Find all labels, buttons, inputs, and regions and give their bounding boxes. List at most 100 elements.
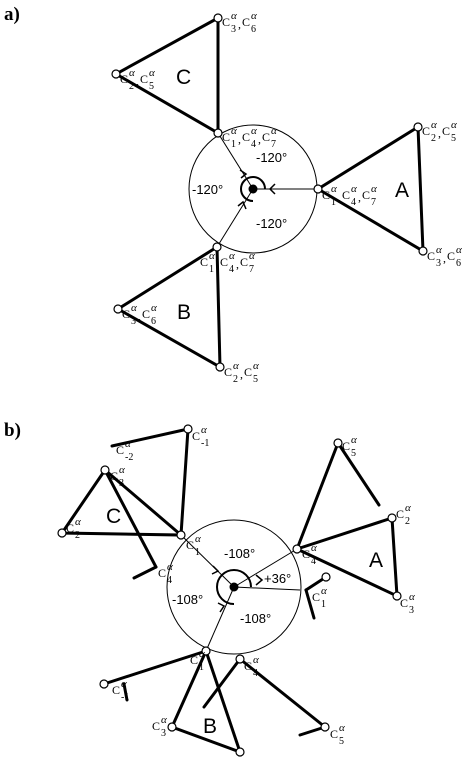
atom-subscript: 5 [451, 133, 456, 144]
atom-subscript: 1 [321, 599, 326, 610]
panel-a-rotation-arrow-2 [268, 183, 276, 195]
label-separator: , [238, 132, 241, 146]
label-separator: , [216, 257, 219, 271]
panel-a-node [313, 184, 323, 194]
atom-subscript: 1 [331, 197, 336, 208]
atom-symbol: C [244, 365, 252, 379]
panel-b-node [201, 646, 211, 656]
panel-b-node [235, 747, 245, 757]
atom-subscript: 5 [253, 374, 258, 385]
atom-superscript: α [125, 438, 131, 450]
atom-superscript: α [431, 119, 437, 131]
atom-subscript: 3 [231, 24, 236, 35]
panel-a-node [212, 242, 222, 252]
panel-b-triangle-c-label: C [106, 505, 121, 528]
atom-superscript: α [119, 464, 125, 476]
atom-subscript: 3 [119, 478, 124, 489]
panel-b-triangle-b-label: B [203, 715, 217, 738]
panel-b-node [99, 679, 109, 689]
atom-superscript: α [231, 10, 237, 22]
panel-a-node [418, 246, 428, 256]
label-separator: , [236, 257, 239, 271]
atom-symbol: C [66, 521, 74, 535]
panel-b-bond [122, 682, 129, 702]
atom-subscript: 4 [167, 575, 172, 586]
atom-symbol: C [120, 72, 128, 86]
atom-superscript: α [451, 119, 457, 131]
atom-superscript: α [351, 434, 357, 446]
panel-b-bond [238, 657, 327, 729]
atom-superscript: α [249, 250, 255, 262]
panel-a-triangle-c-label: C [176, 66, 191, 89]
atom-symbol: C [152, 719, 160, 733]
atom-symbol: C [302, 547, 310, 561]
atom-symbol: C [342, 188, 350, 202]
atom-superscript: α [339, 722, 345, 734]
atom-subscript: 6 [456, 258, 461, 269]
panel-b: b) -108° -108° -108° +36° [4, 420, 415, 757]
panel-a-node [215, 362, 225, 372]
atom-symbol: C [312, 590, 320, 604]
atom-subscript: -2 [125, 452, 133, 463]
atom-symbol: C [427, 249, 435, 263]
panel-a-angle-2: -120° [192, 182, 223, 197]
label-separator: , [240, 367, 243, 381]
atom-superscript: α [456, 244, 462, 256]
atom-subscript: 2 [75, 530, 80, 541]
atom-symbol: C [192, 429, 200, 443]
panel-a-center [248, 184, 258, 194]
atom-symbol: C [116, 443, 124, 457]
atom-superscript: α [129, 67, 135, 79]
atom-superscript: α [161, 714, 167, 726]
atom-superscript: α [251, 10, 257, 22]
panel-b-angle-1: -108° [224, 546, 255, 561]
atom-subscript: 7 [271, 139, 276, 150]
panel-b-rotation-arrow [255, 574, 264, 586]
atom-superscript: α [75, 516, 81, 528]
atom-symbol: C [190, 653, 198, 667]
atom-superscript: α [371, 183, 377, 195]
atom-superscript: α [251, 125, 257, 137]
panel-b-circle [166, 519, 302, 655]
panel-a-rotation-arrow-3 [237, 200, 247, 210]
atom-symbol: C [200, 255, 208, 269]
panel-b-triangle-c [59, 468, 186, 537]
label-separator: , [136, 74, 139, 88]
panel-a-node [413, 122, 423, 132]
atom-superscript: α [351, 183, 357, 195]
atom-superscript: α [229, 250, 235, 262]
panel-a-spoke-c [217, 132, 254, 190]
panel-b-node [387, 513, 397, 523]
atom-symbol: C [240, 255, 248, 269]
atom-superscript: α [271, 125, 277, 137]
panel-b-rotation-arrow [211, 565, 220, 575]
panel-b-angle-4: +36° [264, 571, 291, 586]
atom-superscript: α [149, 67, 155, 79]
panel-b-rotation-arc [216, 569, 252, 605]
atom-subscript: 1 [195, 547, 200, 558]
panel-b-rotation-arrow [217, 602, 226, 613]
atom-superscript: α [151, 302, 157, 314]
atom-symbol: C [158, 566, 166, 580]
atom-symbol: C [442, 124, 450, 138]
panel-a-angle-3: -120° [256, 216, 287, 231]
panel-b-angle-3: -108° [240, 611, 271, 626]
panel-b-node [392, 591, 402, 601]
atom-symbol: C [110, 469, 118, 483]
